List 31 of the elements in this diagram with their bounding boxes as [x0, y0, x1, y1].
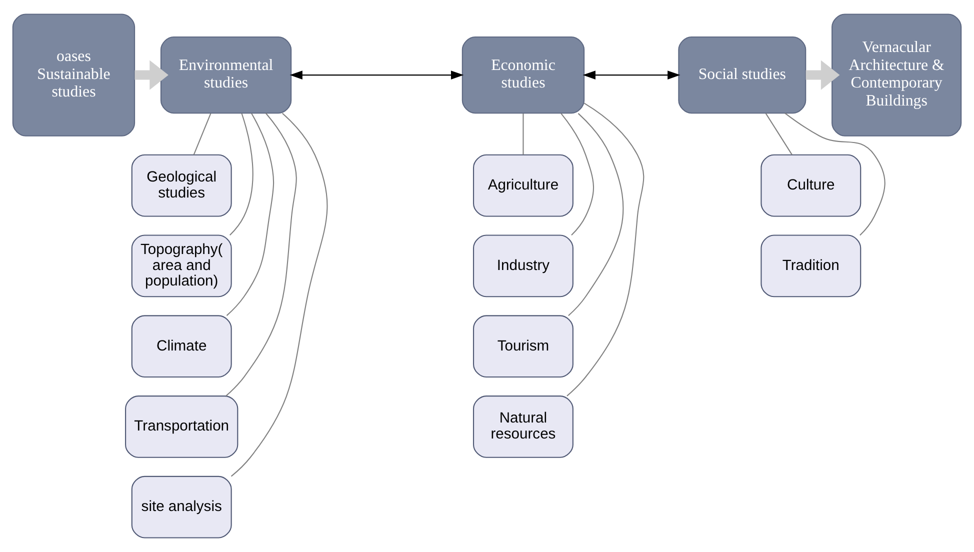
- node-box: Agriculture: [472, 154, 574, 217]
- arrow: [806, 60, 840, 90]
- node-box: Economic studies: [462, 36, 585, 114]
- node-box: Tourism: [472, 315, 574, 378]
- connector: [226, 112, 297, 396]
- node-box: Social studies: [678, 36, 806, 114]
- connector: [230, 113, 254, 236]
- connector: [226, 113, 274, 316]
- node-box: Transportation: [125, 396, 238, 458]
- node-box: Topography( area and population): [131, 234, 232, 298]
- connector: [568, 113, 624, 316]
- node-box: Tradition: [760, 234, 862, 298]
- node-box: Geological studies: [131, 154, 232, 217]
- node-box: Industry: [472, 234, 574, 298]
- connector: [765, 113, 792, 155]
- node-box: Climate: [131, 315, 232, 378]
- node-box: Vernacular Architecture & Contemporary Buildings: [832, 14, 962, 136]
- arrow: [134, 60, 168, 90]
- connector: [522, 113, 524, 155]
- node-box: Natural resources: [472, 396, 574, 458]
- connector: [193, 113, 212, 155]
- node-box: oases Sustainable studies: [12, 14, 136, 136]
- arrow: [582, 70, 680, 80]
- connector: [784, 112, 886, 236]
- connector: [230, 112, 328, 477]
- node-box: Environmental studies: [160, 36, 292, 114]
- node-box: Culture: [760, 154, 862, 217]
- arrow: [290, 70, 464, 80]
- node-box: site analysis: [131, 476, 232, 538]
- connector: [566, 102, 644, 396]
- connector: [560, 113, 594, 236]
